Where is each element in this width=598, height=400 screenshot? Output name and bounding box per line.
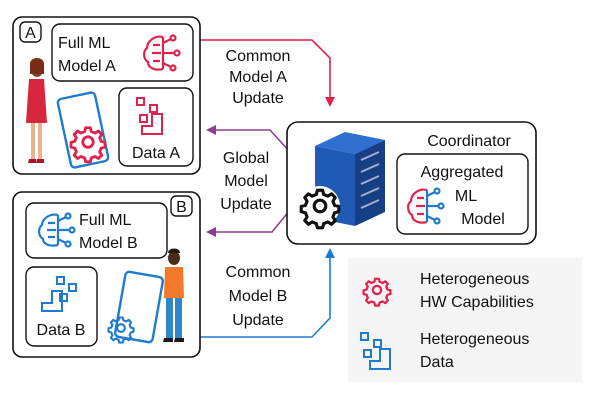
label-update-a: Common Model A Update xyxy=(226,48,291,107)
label-update-a-line3: Update xyxy=(232,90,284,107)
client-b-model-box: Full ML Model B xyxy=(25,202,168,259)
client-b-data-box: Data B xyxy=(25,266,98,347)
coordinator-title: Coordinator xyxy=(427,133,511,150)
legend-data-line1: Heterogeneous xyxy=(420,331,529,348)
brain-network-icon xyxy=(143,34,181,72)
arrow-update-a xyxy=(200,39,335,107)
legend-hw-line2: HW Capabilities xyxy=(420,294,534,311)
data-blocks-icon xyxy=(136,97,163,135)
label-update-a-line1: Common xyxy=(226,48,291,65)
aggregated-line1: Aggregated xyxy=(421,164,504,181)
aggregated-line3: Model xyxy=(461,211,505,228)
legend-item-data: Heterogeneous Data xyxy=(360,331,529,371)
legend: Heterogeneous HW Capabilities Heterogene… xyxy=(348,258,582,382)
aggregated-line2: ML xyxy=(455,188,477,205)
client-a-panel: A Full ML Model A Data A xyxy=(12,16,201,175)
tablet-device-b xyxy=(113,270,165,344)
client-a-model-line1: Full ML xyxy=(58,35,111,52)
client-b-panel: B Full ML Model B Data B xyxy=(12,191,201,358)
client-a-data-box: Data A xyxy=(118,87,194,167)
label-update-b-line1: Common xyxy=(226,264,291,281)
client-a-model-line2: Model A xyxy=(58,58,116,75)
user-male-figure xyxy=(163,248,184,342)
client-b-data-label: Data B xyxy=(37,322,86,339)
aggregated-model-box: Aggregated ML Model xyxy=(396,153,529,235)
client-a-badge-label: A xyxy=(25,25,36,42)
label-update-a-line2: Model A xyxy=(229,69,287,86)
gear-icon xyxy=(299,186,341,230)
coordinator-panel: Coordinator Aggregated ML Model xyxy=(286,121,537,245)
label-global-line3: Update xyxy=(220,196,272,213)
arrow-update-b xyxy=(200,248,335,338)
label-update-b-line3: Update xyxy=(232,312,284,329)
legend-data-line2: Data xyxy=(420,354,454,371)
client-b-model-line1: Full ML xyxy=(79,212,132,229)
data-blocks-icon xyxy=(41,276,77,312)
label-update-b-line2: Model B xyxy=(229,288,288,305)
legend-item-hw: Heterogeneous HW Capabilities xyxy=(362,271,534,311)
client-b-badge: B xyxy=(170,195,193,217)
label-update-b: Common Model B Update xyxy=(226,264,291,329)
brain-network-icon xyxy=(38,212,76,248)
client-a-data-label: Data A xyxy=(132,145,180,162)
client-b-model-line2: Model B xyxy=(79,235,138,252)
label-global-line1: Global xyxy=(223,150,269,167)
tablet-device-a xyxy=(56,91,110,169)
label-global-update: Global Model Update xyxy=(220,150,272,213)
client-a-model-box: Full ML Model A xyxy=(51,23,194,82)
user-female-figure xyxy=(26,58,47,163)
data-blocks-icon xyxy=(360,332,391,370)
client-a-badge: A xyxy=(19,21,42,43)
brain-network-icon xyxy=(407,187,445,225)
client-b-badge-label: B xyxy=(176,199,187,216)
legend-hw-line1: Heterogeneous xyxy=(420,271,529,288)
arrow-global-update xyxy=(206,125,291,237)
label-global-line2: Model xyxy=(224,173,268,190)
